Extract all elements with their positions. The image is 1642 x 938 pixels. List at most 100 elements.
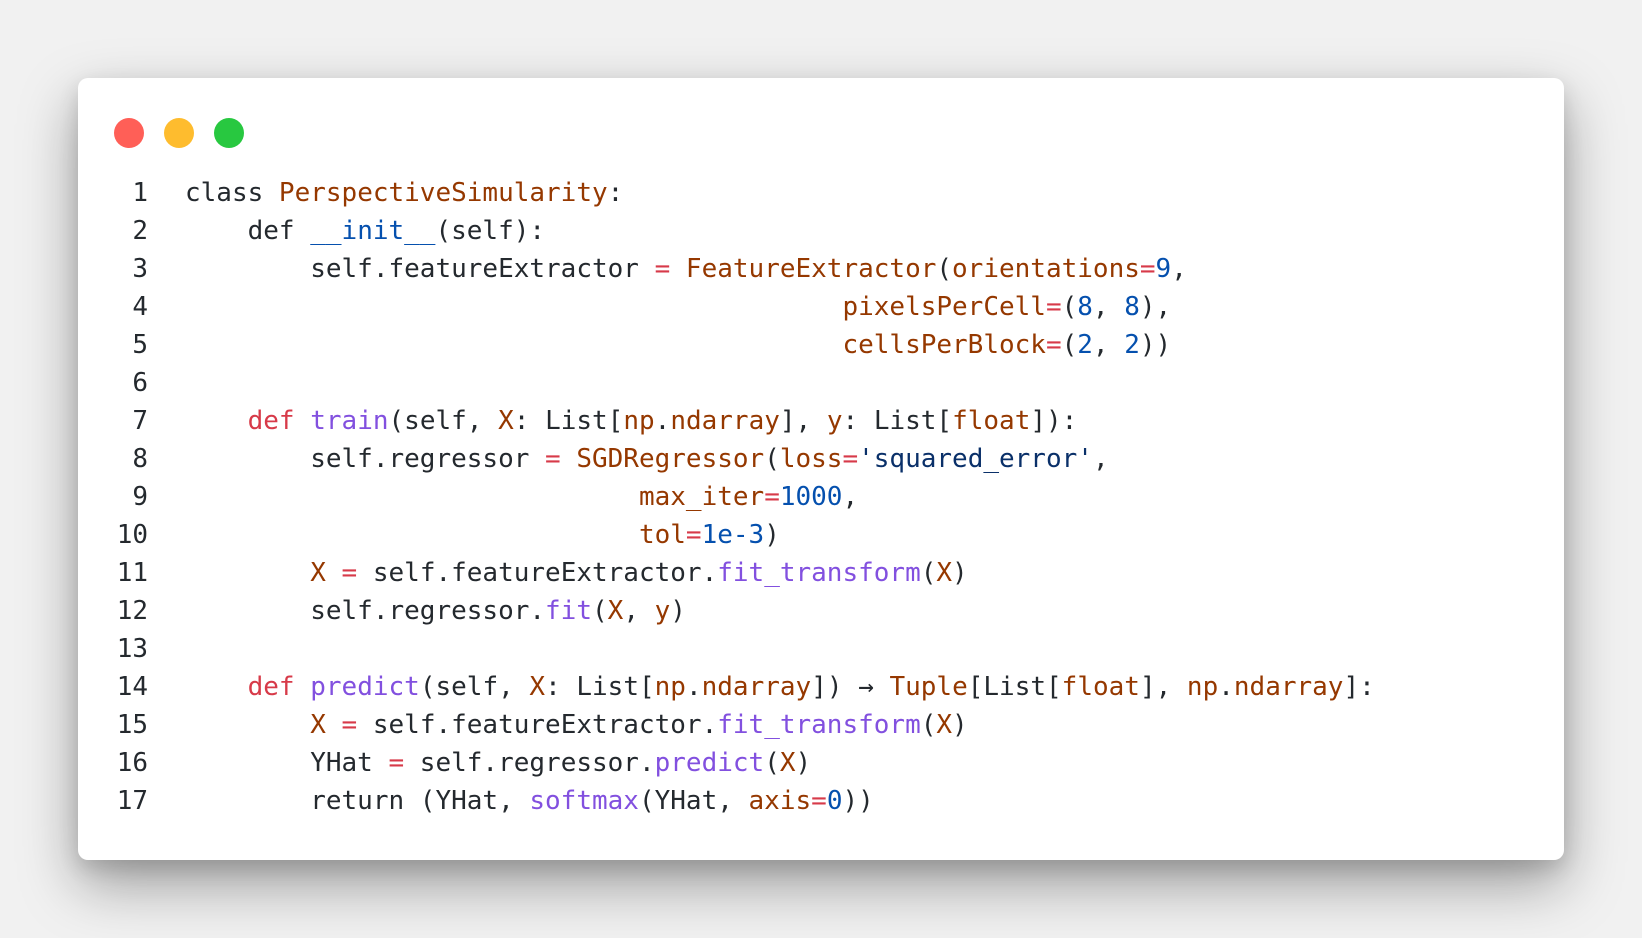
code-token: 9 bbox=[1155, 254, 1172, 284]
code-token: fit_transform bbox=[717, 558, 921, 588]
code-token: float bbox=[952, 406, 1031, 436]
code-token: , bbox=[1092, 330, 1125, 360]
code-token bbox=[185, 672, 248, 702]
code-token: . bbox=[1218, 672, 1234, 702]
code-token: ]: bbox=[1343, 672, 1375, 702]
code-token bbox=[295, 406, 311, 436]
code-line: 11 X = self.featureExtractor.fit_transfo… bbox=[78, 554, 1564, 592]
maximize-button[interactable] bbox=[214, 118, 244, 148]
code-token bbox=[295, 672, 311, 702]
code-line: 9 max_iter=1000, bbox=[78, 478, 1564, 516]
code-token: ]) → bbox=[811, 672, 890, 702]
code-token: ( bbox=[936, 254, 953, 284]
line-number: 15 bbox=[116, 710, 148, 740]
code-token bbox=[185, 710, 310, 740]
code-token: = bbox=[341, 710, 358, 740]
code-token: self.regressor. bbox=[404, 748, 655, 778]
code-text: self.regressor.fit(X, y) bbox=[185, 592, 686, 630]
code-token: X bbox=[498, 406, 514, 436]
code-token: def bbox=[247, 406, 295, 436]
line-number: 8 bbox=[132, 444, 148, 474]
code-token: ( bbox=[764, 748, 780, 778]
code-token bbox=[670, 254, 686, 284]
code-token: ( bbox=[764, 444, 780, 474]
code-token: 8 bbox=[1124, 292, 1140, 322]
code-token: max_iter bbox=[638, 482, 765, 512]
code-token: ]): bbox=[1030, 406, 1078, 436]
code-token: X bbox=[779, 748, 796, 778]
code-line: 14 def predict(self, X: List[np.ndarray]… bbox=[78, 668, 1564, 706]
line-number: 12 bbox=[116, 596, 148, 626]
code-token: , bbox=[1092, 292, 1125, 322]
code-text: self.regressor = SGDRegressor(loss='squa… bbox=[185, 440, 1109, 478]
code-text: YHat = self.regressor.predict(X) bbox=[185, 744, 811, 782]
code-token: ndarray bbox=[670, 406, 780, 436]
code-token: = bbox=[764, 482, 780, 512]
line-number: 6 bbox=[132, 368, 148, 398]
code-token: Tuple bbox=[889, 672, 968, 702]
code-token: = bbox=[1045, 330, 1062, 360]
code-token: self.featureExtractor. bbox=[357, 558, 718, 588]
code-token: return (YHat, bbox=[185, 786, 530, 816]
code-line: 7 def train(self, X: List[np.ndarray], y… bbox=[78, 402, 1564, 440]
code-line: 6 bbox=[78, 364, 1564, 402]
code-token bbox=[326, 558, 342, 588]
code-token: SGDRegressor bbox=[576, 444, 765, 474]
code-token bbox=[185, 520, 639, 550]
code-token bbox=[185, 292, 842, 322]
code-token: , bbox=[623, 596, 655, 626]
code-text: max_iter=1000, bbox=[185, 478, 858, 516]
code-token: ], bbox=[779, 406, 827, 436]
code-token: PerspectiveSimularity bbox=[278, 178, 608, 208]
code-token: 0 bbox=[826, 786, 843, 816]
line-number: 14 bbox=[116, 672, 148, 702]
code-token bbox=[185, 406, 248, 436]
code-token: predict bbox=[654, 748, 765, 778]
code-token: X bbox=[607, 596, 624, 626]
line-number: 9 bbox=[132, 482, 148, 512]
code-token: class bbox=[185, 178, 279, 208]
line-number: 1 bbox=[132, 178, 148, 208]
code-text: tol=1e-3) bbox=[185, 516, 780, 554]
code-token: self.featureExtractor. bbox=[357, 710, 718, 740]
line-number: 17 bbox=[116, 786, 148, 816]
line-number: 7 bbox=[132, 406, 148, 436]
code-token: ) bbox=[670, 596, 686, 626]
code-token: cellsPerBlock bbox=[842, 330, 1046, 360]
code-token: ndarray bbox=[1233, 672, 1344, 702]
code-token: self.regressor. bbox=[185, 596, 546, 626]
code-token: ) bbox=[764, 520, 780, 550]
code-token: orientations bbox=[952, 254, 1140, 284]
code-token: ( bbox=[1061, 292, 1078, 322]
code-token: train bbox=[310, 406, 389, 436]
code-token bbox=[326, 710, 342, 740]
code-token: 1e-3 bbox=[701, 520, 765, 550]
close-button[interactable] bbox=[114, 118, 144, 148]
code-token bbox=[561, 444, 577, 474]
code-text: X = self.featureExtractor.fit_transform(… bbox=[185, 554, 967, 592]
code-text: class PerspectiveSimularity: bbox=[185, 174, 623, 212]
minimize-button[interactable] bbox=[164, 118, 194, 148]
code-line: 1 class PerspectiveSimularity: bbox=[78, 174, 1564, 212]
code-token: , bbox=[1171, 254, 1187, 284]
code-line: 8 self.regressor = SGDRegressor(loss='sq… bbox=[78, 440, 1564, 478]
code-token: = bbox=[842, 444, 859, 474]
code-text: def predict(self, X: List[np.ndarray]) →… bbox=[185, 668, 1375, 706]
code-token: np bbox=[623, 406, 655, 436]
code-token: 1000 bbox=[779, 482, 843, 512]
code-token: : List[ bbox=[513, 406, 624, 436]
code-token: , bbox=[1092, 444, 1109, 474]
code-token: ( bbox=[920, 710, 937, 740]
code-token: ndarray bbox=[701, 672, 812, 702]
line-number: 16 bbox=[116, 748, 148, 778]
code-text: def __init__(self): bbox=[185, 212, 545, 250]
code-token: np bbox=[654, 672, 686, 702]
code-token: def bbox=[247, 672, 295, 702]
code-token: tol bbox=[638, 520, 686, 550]
code-token: (YHat, bbox=[638, 786, 749, 816]
code-token: 8 bbox=[1077, 292, 1093, 322]
line-number: 11 bbox=[116, 558, 148, 588]
line-number: 4 bbox=[132, 292, 148, 322]
code-line: 13 bbox=[78, 630, 1564, 668]
